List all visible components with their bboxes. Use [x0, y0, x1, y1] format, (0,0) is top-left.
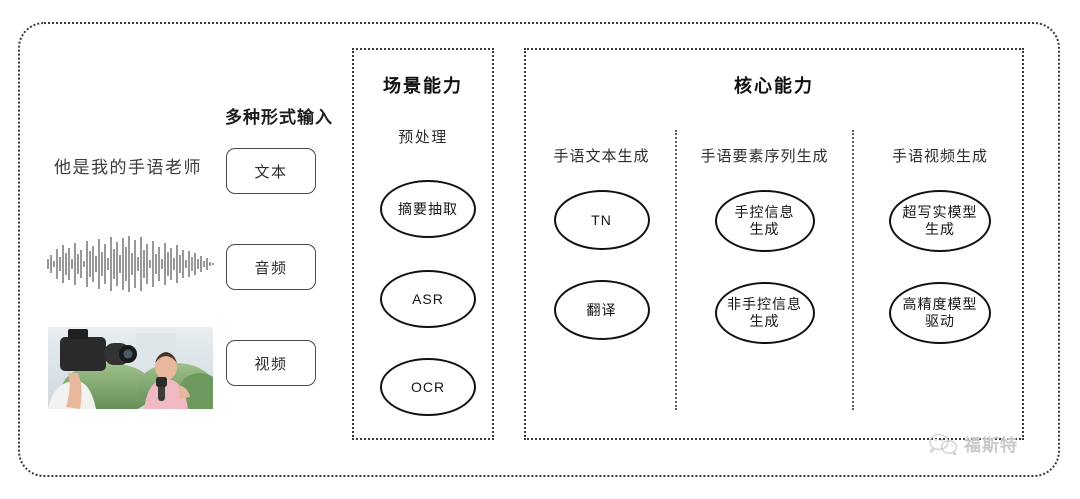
- sample-text: 他是我的手语老师: [54, 158, 202, 177]
- core-node-nonmanual-info[interactable]: 非手控信息生成: [714, 282, 815, 344]
- input-chip-text[interactable]: 文本: [226, 148, 316, 194]
- core-node-translate[interactable]: 翻译: [553, 280, 650, 340]
- audio-waveform-icon: [42, 235, 217, 293]
- core-column-element-sequence: 手语要素序列生成 手控信息生成 非手控信息生成: [677, 145, 852, 344]
- core-column-3-header: 手语视频生成: [891, 148, 988, 165]
- watermark: 福斯特: [928, 431, 1018, 456]
- core-node-photoreal-model[interactable]: 超写实模型生成: [889, 190, 991, 252]
- core-column-text-generation: 手语文本生成 TN 翻译: [528, 145, 675, 340]
- input-chip-video[interactable]: 视频: [226, 340, 316, 386]
- scene-node-summary[interactable]: 摘要抽取: [380, 180, 476, 238]
- input-chip-audio[interactable]: 音频: [226, 244, 316, 290]
- scene-node-asr[interactable]: ASR: [380, 270, 476, 328]
- core-column-video-generation: 手语视频生成 超写实模型生成 高精度模型驱动: [854, 145, 1026, 344]
- core-capability-panel: 核心能力 手语文本生成 TN 翻译 手语要素序列生成 手控信息生成 非手控信息生…: [524, 48, 1024, 440]
- core-node-manual-info[interactable]: 手控信息生成: [714, 190, 815, 252]
- core-divider-1: [675, 130, 677, 410]
- scene-node-ocr[interactable]: OCR: [380, 358, 476, 416]
- core-divider-2: [852, 130, 854, 410]
- input-section-title: 多种形式输入: [225, 108, 333, 127]
- core-panel-title: 核心能力: [734, 76, 814, 96]
- video-thumbnail-image: [48, 327, 213, 409]
- core-node-tn[interactable]: TN: [553, 190, 650, 250]
- core-column-2-header: 手语要素序列生成: [700, 148, 829, 165]
- wechat-icon: [928, 433, 958, 456]
- core-column-1-header: 手语文本生成: [553, 148, 650, 165]
- scene-capability-panel: 场景能力 预处理 摘要抽取 ASR OCR: [352, 48, 494, 440]
- input-section: 多种形式输入 他是我的手语老师: [30, 95, 332, 425]
- core-columns: 手语文本生成 TN 翻译 手语要素序列生成 手控信息生成 非手控信息生成 手语视…: [526, 50, 1022, 438]
- scene-panel-subtitle: 预处理: [398, 129, 448, 146]
- outer-dotted-frame: [18, 22, 1060, 477]
- core-node-highprecision-drive[interactable]: 高精度模型驱动: [889, 282, 991, 344]
- scene-panel-title: 场景能力: [383, 76, 463, 96]
- watermark-text: 福斯特: [964, 436, 1018, 455]
